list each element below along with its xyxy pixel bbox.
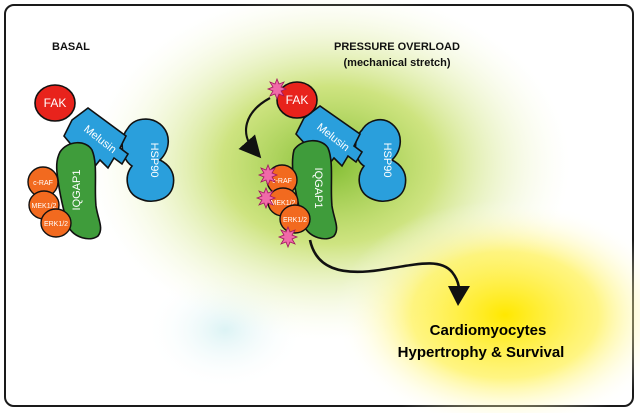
outcome-arrow	[308, 239, 461, 299]
overload-hsp90-shape	[354, 118, 407, 202]
outcome-arrowhead-icon	[448, 286, 470, 306]
basal-title: BASAL	[52, 41, 90, 53]
phospho-star-icon	[255, 186, 277, 210]
phospho-star-icon	[277, 225, 299, 249]
overload-craf-label: c-RAF	[272, 178, 292, 185]
basal-iqgap1-label: IQGAP1	[71, 170, 83, 211]
basal-fak-shape	[34, 84, 76, 122]
overload-mek-label: MEK1/2	[271, 200, 296, 207]
basal-hsp90-shape	[121, 118, 175, 202]
overload-erk-shape	[279, 204, 311, 234]
basal-mek-label: MEK1/2	[32, 203, 57, 210]
basal-erk-shape	[40, 208, 72, 238]
overload-subtitle: (mechanical stretch)	[344, 57, 451, 69]
overload-fak-label: FAK	[286, 93, 309, 107]
overload-iqgap1-label: IQGAP1	[312, 168, 324, 209]
activation-arrow	[238, 97, 271, 159]
basal-complex: HSP90 Melusin IQGAP1 FAK c-RAF MEK1/2 ER…	[27, 84, 175, 240]
basal-hsp90-label: HSP90	[148, 143, 160, 178]
phospho-star-icon	[257, 163, 279, 187]
overload-hsp90-label: HSP90	[381, 143, 393, 178]
basal-craf-label: c-RAF	[33, 180, 53, 187]
basal-erk-label: ERK1/2	[44, 221, 68, 228]
outcome-line2: Hypertrophy & Survival	[398, 344, 565, 361]
phospho-star-icon	[266, 77, 288, 101]
outcome-line1: Cardiomyocytes	[430, 322, 547, 339]
background-glow-yellow	[335, 200, 640, 413]
basal-fak-label: FAK	[44, 96, 67, 110]
overload-complex: HSP90 Melusin IQGAP1 FAK c-RAF MEK1/2 ER…	[255, 77, 407, 249]
overload-erk-label: ERK1/2	[283, 217, 307, 224]
overload-title: PRESSURE OVERLOAD	[334, 41, 460, 53]
